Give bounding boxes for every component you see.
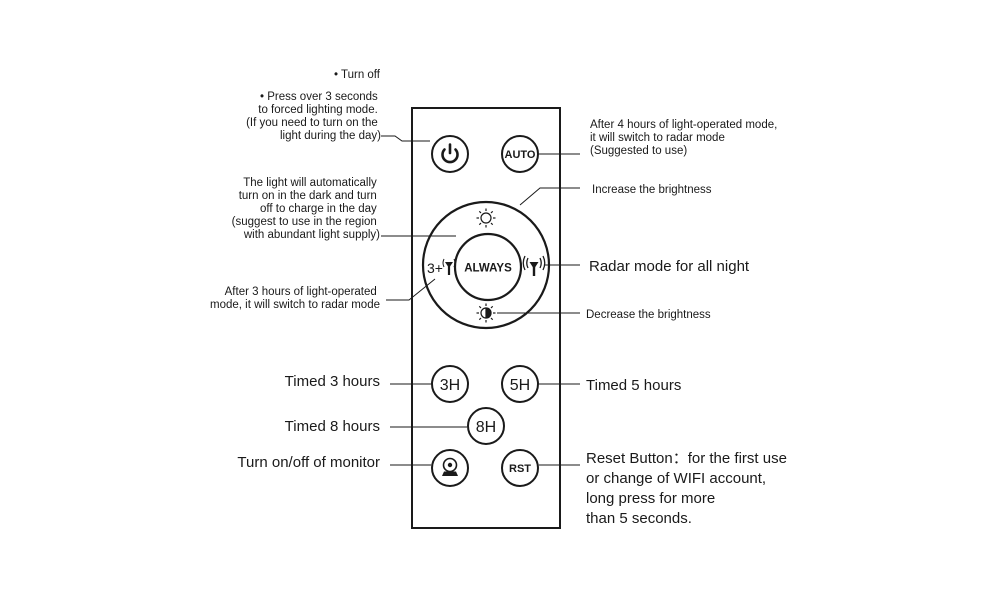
mode-dial: ALWAYS 3+ (421, 200, 551, 330)
three-plus-label: 3+ (427, 260, 443, 276)
always-desc-line: off to charge in the day (260, 203, 377, 215)
press-over-line: light during the day) (280, 130, 381, 142)
auto-button[interactable]: AUTO (501, 135, 539, 173)
reset-line: Reset Button：for the first use (586, 450, 787, 467)
camera-icon (442, 457, 458, 476)
antenna-icon (522, 255, 546, 276)
auto-label: AUTO (505, 149, 536, 161)
three-plus-desc-line: mode, it will switch to radar mode (210, 299, 380, 311)
always-button[interactable]: ALWAYS (453, 232, 523, 302)
brightness-up-button[interactable] (476, 208, 496, 228)
reset-line: long press for more (586, 490, 715, 507)
monitor-button[interactable] (431, 449, 469, 487)
brightness-down-button[interactable] (476, 303, 496, 323)
press-over-line: • Press over 3 seconds (260, 91, 378, 103)
callout-auto-desc: After 4 hours of light-operated mode, it… (590, 119, 781, 157)
callout-reset: Reset Button：for the first use or change… (586, 450, 791, 527)
reset-line: or change of WIFI account, (586, 470, 766, 487)
callout-timed3: Timed 3 hours (285, 373, 380, 390)
callout-decrease: Decrease the brightness (586, 309, 711, 321)
callout-monitor: Turn on/off of monitor (237, 454, 380, 471)
always-desc-line: with abundant light supply) (243, 229, 380, 241)
callout-increase: Increase the brightness (592, 184, 712, 196)
timer-5h-button[interactable]: 5H (501, 365, 539, 403)
leader-lines (381, 135, 580, 466)
radar-all-night-button[interactable] (522, 255, 546, 276)
auto-desc-line: (Suggested to use) (590, 145, 687, 157)
reset-button[interactable]: RST (501, 449, 539, 487)
three-plus-desc-line: After 3 hours of light-operated (225, 286, 377, 298)
power-icon (441, 143, 459, 164)
antenna-icon-small (442, 258, 456, 275)
timer-5h-label: 5H (510, 377, 530, 394)
power-button[interactable] (431, 135, 469, 173)
callout-three-plus-desc: After 3 hours of light-operated mode, it… (210, 286, 380, 311)
callout-turn-off: • Turn off (334, 69, 381, 81)
press-over-line: (If you need to turn on the (246, 117, 378, 129)
always-desc-line: turn on in the dark and turn (239, 190, 377, 202)
reset-label: RST (509, 463, 531, 475)
dim-sun-icon (476, 303, 496, 323)
auto-desc-line: After 4 hours of light-operated mode, (590, 119, 777, 131)
always-desc-line: The light will automatically (243, 177, 377, 189)
press-over-line: to forced lighting mode. (258, 104, 378, 116)
timer-8h-button[interactable]: 8H (467, 407, 505, 445)
timer-3h-button[interactable]: 3H (431, 365, 469, 403)
callout-press-over: • Press over 3 seconds to forced lightin… (246, 91, 381, 142)
timer-8h-label: 8H (476, 419, 496, 436)
callout-timed8: Timed 8 hours (285, 418, 380, 435)
three-plus-radar-button[interactable]: 3+ (427, 258, 456, 276)
callout-always-desc: The light will automatically turn on in … (232, 177, 380, 241)
callout-timed5: Timed 5 hours (586, 377, 681, 394)
timer-3h-label: 3H (440, 377, 460, 394)
callout-radar-all-night: Radar mode for all night (589, 258, 750, 275)
sun-icon (476, 208, 496, 228)
reset-line: than 5 seconds. (586, 510, 692, 527)
always-desc-line: (suggest to use in the region (232, 216, 377, 228)
auto-desc-line: it will switch to radar mode (590, 132, 725, 144)
always-label: ALWAYS (464, 263, 512, 275)
